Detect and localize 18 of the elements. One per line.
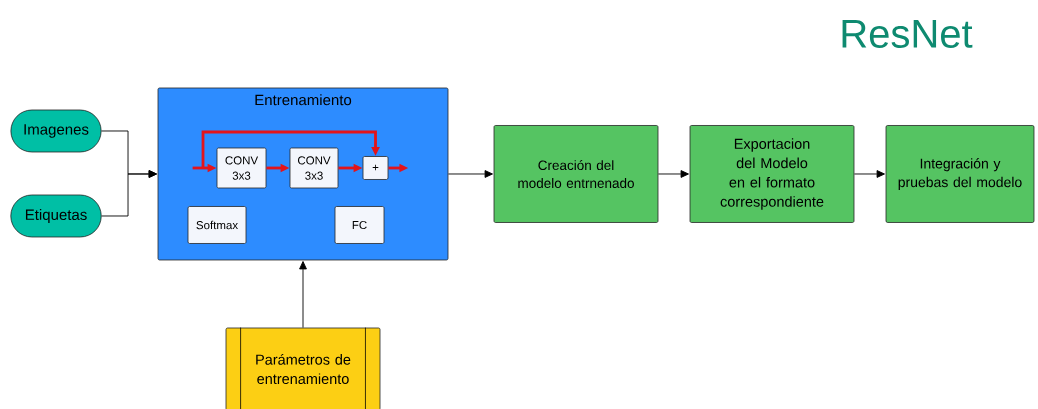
layer-box: CONV 3x3 (289, 147, 339, 189)
title: ResNet (842, 20, 973, 48)
input-pill: Imagenes (10, 109, 102, 153)
layer-box: Softmax (187, 206, 247, 244)
process-box: Integración y pruebas del modelo (885, 125, 1035, 223)
arrow (657, 170, 689, 178)
arrow (101, 170, 157, 217)
parameters-box: Parámetros de entrenamiento (225, 327, 381, 409)
process-box: Exportacion del Modelo en el formato correspondiente (689, 125, 855, 223)
arrow (853, 170, 885, 178)
layer-box: FC (334, 206, 385, 244)
input-pill: Etiquetas (10, 194, 102, 238)
arrow (447, 170, 493, 178)
process-box: Creación del modelo entrnenado (493, 125, 659, 223)
layer-box: + (362, 156, 389, 180)
layer-box: CONV 3x3 (216, 147, 267, 189)
arrow (201, 130, 380, 168)
arrow (299, 261, 307, 329)
